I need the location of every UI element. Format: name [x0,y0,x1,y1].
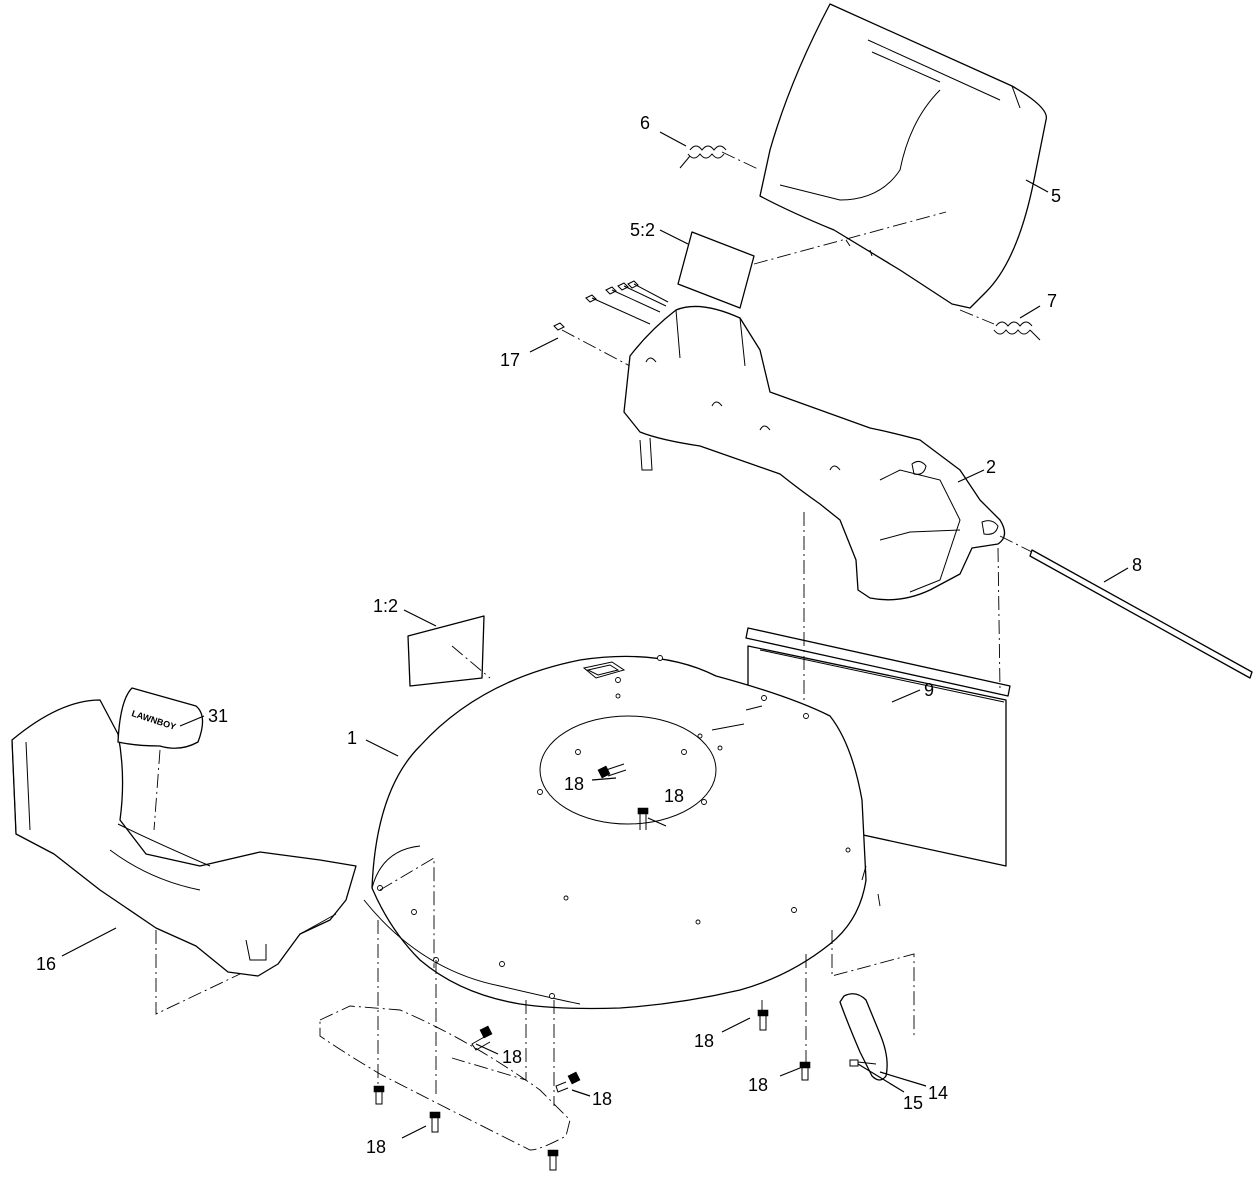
flap-decal-part [677,211,947,309]
callout-18-lower-mid: 18 [502,1047,522,1067]
lower-baffle-part [319,1005,571,1151]
callout-17: 17 [500,350,520,370]
front-bumper-part [11,699,357,1015]
center-bolts-group [597,763,649,830]
callout-5-2: 5:2 [630,220,655,240]
callout-9: 9 [924,680,934,700]
mower-deck-part [363,655,915,1106]
callout-18-lower-right: 18 [592,1089,612,1109]
rear-housing-part [623,305,1006,601]
callout-18-bottom-left: 18 [366,1137,386,1157]
torsion-spring-right-part [959,309,1041,341]
callout-6: 6 [640,113,650,133]
mounting-screws-group [553,280,669,367]
callout-1: 1 [347,728,357,748]
lower-bolts-group [373,1009,811,1171]
callout-14: 14 [928,1083,948,1103]
logo-decal-part: LAWNBOY [117,687,204,831]
axle-rod-part [999,535,1253,679]
callout-2: 2 [986,457,996,477]
deck-decal-part [407,615,491,687]
leader-lines [61,131,1129,1139]
callout-labels: 6 5 5:2 7 17 2 8 1:2 9 31 1 18 18 16 18 … [36,113,1142,1157]
callout-18-right-upper: 18 [694,1031,714,1051]
callout-18-center-right: 18 [664,786,684,806]
callout-31: 31 [208,706,228,726]
callout-5: 5 [1051,186,1061,206]
callout-18-center-left: 18 [564,774,584,794]
callout-15: 15 [903,1093,923,1113]
callout-1-2: 1:2 [373,596,398,616]
callout-18-right-lower: 18 [748,1075,768,1095]
rear-flap-part [759,3,1047,309]
wheel-bracket-part [839,993,888,1081]
callout-7: 7 [1047,291,1057,311]
callout-8: 8 [1132,555,1142,575]
torsion-spring-left-part [679,145,761,171]
callout-16: 16 [36,954,56,974]
